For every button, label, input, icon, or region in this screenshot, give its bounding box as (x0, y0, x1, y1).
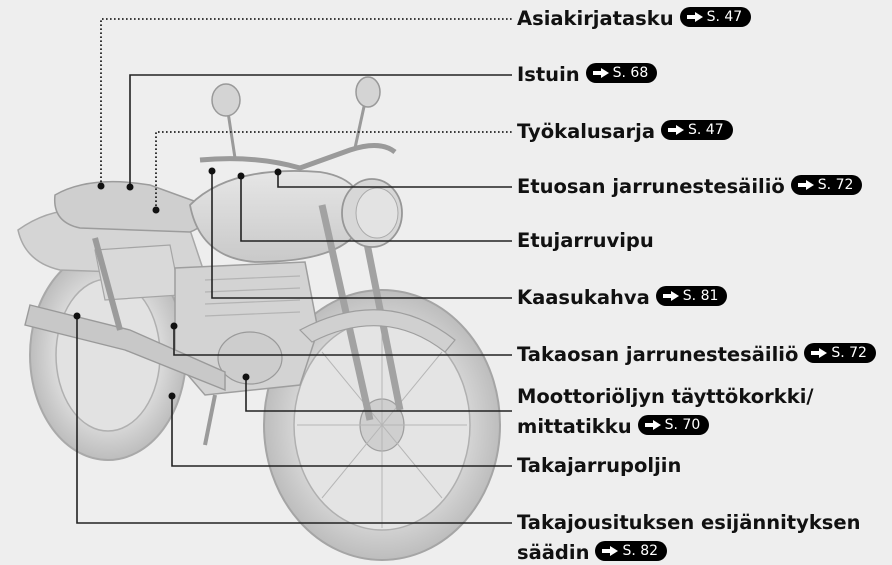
marker-rear-brake-pedal (168, 392, 176, 400)
label-text: Asiakirjatasku (517, 7, 674, 30)
label-front-brake-reservoir: Etuosan jarrunestesäiliö S. 72 (517, 175, 863, 199)
label-document-pocket: Asiakirjatasku S. 47 (517, 7, 752, 31)
marker-front-brake-reservoir (274, 168, 282, 176)
page-ref-text: S. 72 (817, 177, 854, 193)
marker-front-brake-lever (237, 172, 245, 180)
leader-seat (129, 74, 512, 187)
label-text: Takajarrupoljin (517, 454, 682, 477)
leader-front-brake-reservoir (277, 172, 512, 188)
label-oil-filler-cap: Moottoriöljyn täyttökorkki/ mittatikku S.… (517, 385, 814, 439)
arrow-right-icon (662, 291, 679, 301)
marker-rear-suspension-preload (73, 312, 81, 320)
arrow-right-icon (686, 12, 703, 22)
arrow-right-icon (811, 348, 828, 358)
page-ref-text: S. 82 (622, 543, 659, 559)
leader-rear-brake-pedal (171, 396, 512, 467)
label-rear-brake-pedal: Takajarrupoljin (517, 454, 681, 478)
leader-rear-brake-reservoir (173, 326, 512, 356)
arrow-right-icon (668, 125, 685, 135)
arrow-right-icon (592, 68, 609, 78)
page-ref-link[interactable]: S. 81 (655, 286, 728, 306)
page-ref-link[interactable]: S. 72 (804, 343, 876, 363)
label-text: Takaosan jarrunestesäiliö (517, 343, 799, 366)
label-rear-brake-reservoir: Takaosan jarrunestesäiliö S. 72 (517, 343, 876, 367)
label-text: Etujarruvipu (517, 229, 654, 252)
marker-throttle-grip (208, 167, 216, 175)
marker-document-pocket (97, 182, 105, 190)
label-rear-suspension-preload: Takajousituksen esijännityksen säädin S. … (517, 511, 861, 565)
marker-oil-filler-cap (242, 373, 250, 381)
label-text: Työkalusarja (517, 120, 656, 143)
page-ref-link[interactable]: S. 47 (661, 120, 733, 140)
page-ref-text: S. 68 (612, 65, 649, 81)
page-ref-link[interactable]: S. 72 (790, 175, 863, 195)
page-ref-link[interactable]: S. 82 (595, 541, 668, 561)
leader-document-pocket (100, 18, 512, 186)
marker-seat (126, 183, 134, 191)
marker-tool-kit (152, 206, 160, 214)
label-seat: Istuin S. 68 (517, 63, 658, 87)
label-tool-kit: Työkalusarja S. 47 (517, 120, 733, 144)
leader-throttle-grip (211, 171, 512, 299)
arrow-right-icon (797, 180, 814, 190)
label-throttle-grip: Kaasukahva S. 81 (517, 286, 728, 310)
label-text: Istuin (517, 63, 580, 86)
label-front-brake-lever: Etujarruvipu (517, 229, 654, 253)
leader-rear-suspension-preload (76, 316, 512, 524)
leader-front-brake-lever (240, 176, 512, 242)
label-text-line-2: säädin (517, 541, 590, 564)
arrow-right-icon (602, 546, 619, 556)
page-ref-text: S. 47 (706, 9, 743, 25)
label-text-line-2: mittatikku (517, 415, 632, 438)
page-ref-link[interactable]: S. 70 (637, 415, 710, 435)
page-ref-text: S. 72 (831, 345, 867, 361)
label-text-line-1: Moottoriöljyn täyttökorkki/ (517, 385, 814, 408)
label-text: Kaasukahva (517, 286, 650, 309)
label-text: Etuosan jarrunestesäiliö (517, 175, 785, 198)
page-ref-text: S. 81 (682, 288, 719, 304)
arrow-right-icon (644, 420, 661, 430)
label-text-line-1: Takajousituksen esijännityksen (517, 511, 861, 534)
page-ref-text: S. 70 (664, 417, 701, 433)
page-ref-text: S. 47 (688, 122, 724, 138)
leader-oil-filler-cap (245, 377, 512, 412)
marker-rear-brake-reservoir (170, 322, 178, 330)
page-ref-link[interactable]: S. 47 (679, 7, 752, 27)
page-ref-link[interactable]: S. 68 (585, 63, 658, 83)
